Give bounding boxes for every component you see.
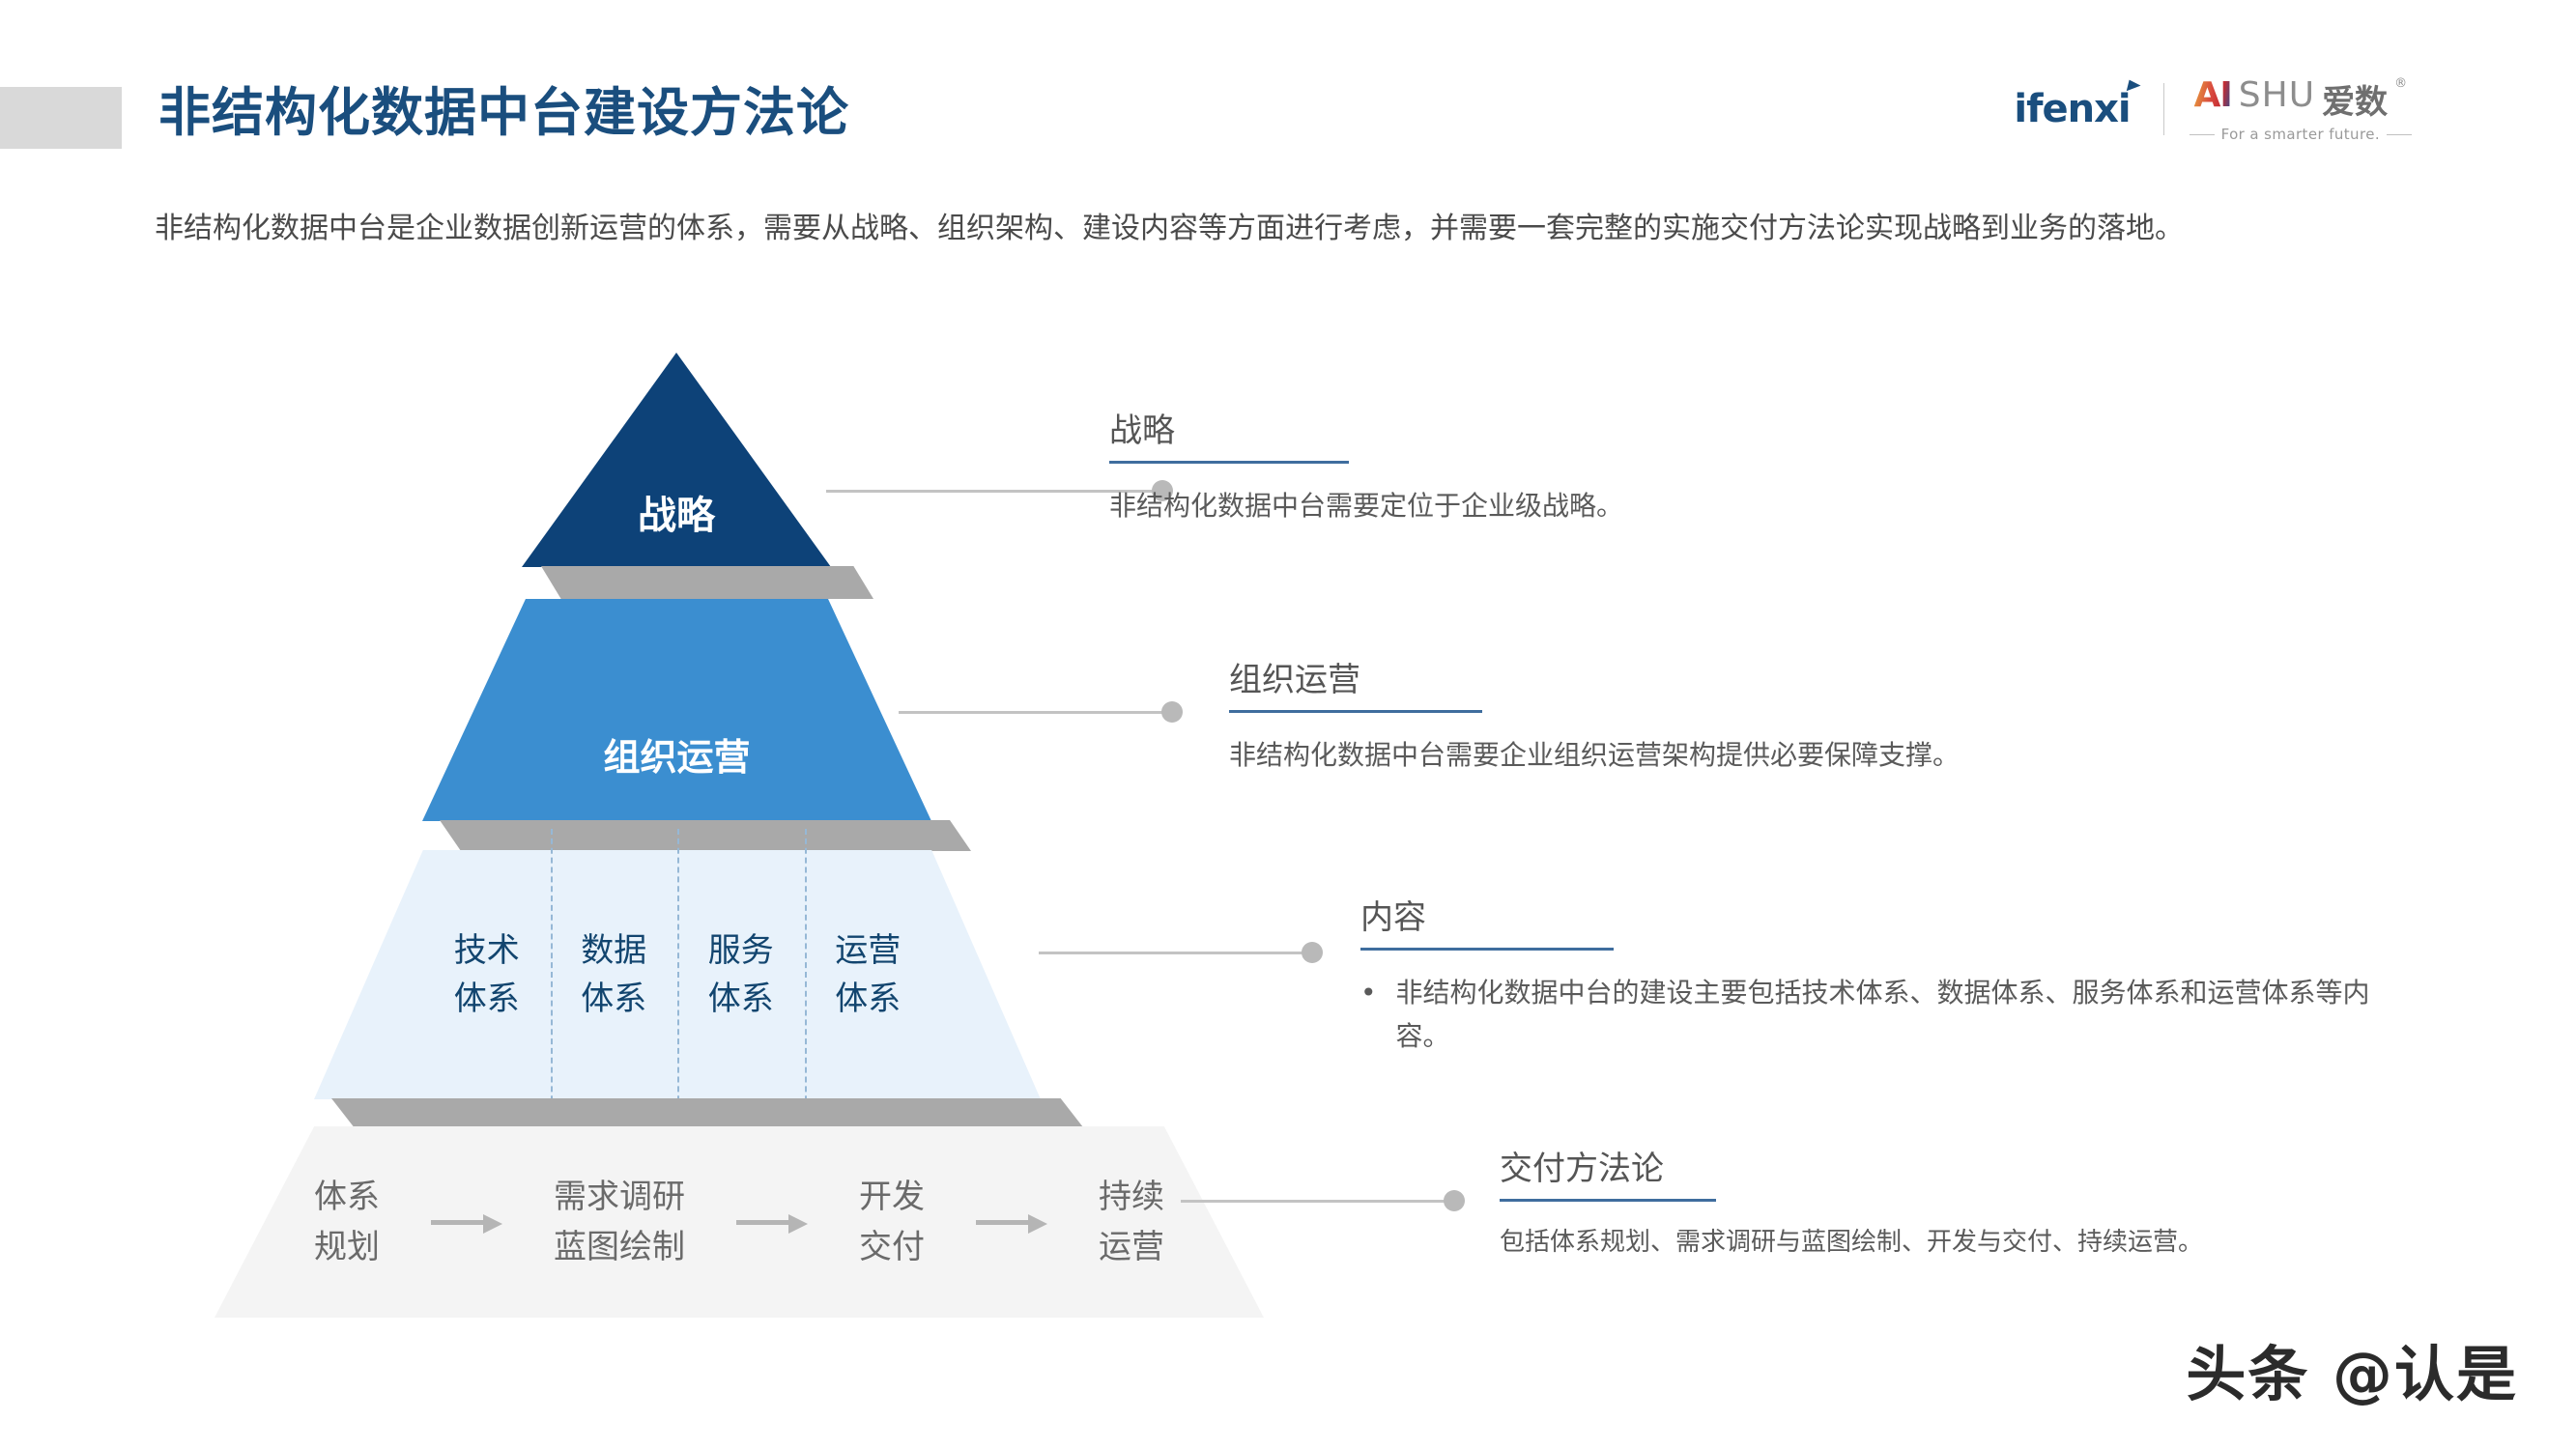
annotation-strategy-title: 战略 <box>1109 412 1175 450</box>
content-column-data-line1: 数据 <box>581 931 647 970</box>
content-column-operations: 运营 体系 <box>804 829 932 1121</box>
annotation-organization-title: 组织运营 <box>1229 661 1360 699</box>
pyramid-diagram: 战略 组织运营 技术 体系 数据 体系 服务 体系 运营 体系 <box>0 0 1353 1372</box>
connector-line-content <box>1039 942 1323 963</box>
watermark: 头条 @认是 <box>2186 1339 2518 1409</box>
arrow-bar-3 <box>976 1220 1030 1225</box>
pyramid-tier-organization: 组织运营 <box>422 599 931 821</box>
annotation-content-bullet-row: • 非结构化数据中台的建设主要包括技术体系、数据体系、服务体系和运营体系等内容。 <box>1360 972 2385 1057</box>
content-column-service-line1: 服务 <box>707 931 774 970</box>
aishu-logo-row: AI SHU 爱数 ® <box>2194 75 2408 123</box>
delivery-step-planning-line1: 体系 <box>314 1178 380 1216</box>
pyramid-shadow-band-3 <box>331 1098 1083 1127</box>
content-column-service: 服务 体系 <box>677 829 805 1121</box>
delivery-step-operations: 持续 运营 <box>1099 1180 1164 1264</box>
aishu-ai-mark: AI <box>2193 75 2233 115</box>
tagline-rule-right <box>2387 133 2412 135</box>
pyramid-tier-strategy-shape <box>522 353 831 567</box>
annotation-strategy: 战略 非结构化数据中台需要定位于企业级战略。 <box>1109 412 1624 528</box>
aishu-shu-text: SHU <box>2238 75 2316 115</box>
connector-line-strategy <box>826 480 1173 501</box>
annotation-delivery-rule <box>1500 1199 1716 1203</box>
annotation-strategy-body: 非结构化数据中台需要定位于企业级战略。 <box>1109 490 1624 523</box>
annotation-delivery: 交付方法论 包括体系规划、需求调研与蓝图绘制、开发与交付、持续运营。 <box>1500 1151 2203 1263</box>
arrow-bar-2 <box>736 1220 790 1225</box>
aishu-tagline: For a smarter future. <box>2189 126 2412 143</box>
page-title: 非结构化数据中台建设方法论 <box>158 82 849 143</box>
annotation-organization-body: 非结构化数据中台需要企业组织运营架构提供必要保障支撑。 <box>1229 739 1961 772</box>
intro-paragraph: 非结构化数据中台是企业数据创新运营的体系，需要从战略、组织架构、建设内容等方面进… <box>155 212 2184 245</box>
pyramid-tier-delivery: 体系 规划 需求调研 蓝图绘制 开发 交付 <box>215 1126 1264 1318</box>
content-column-technology-line1: 技术 <box>453 931 520 970</box>
delivery-step-operations-line1: 持续 <box>1099 1178 1164 1216</box>
connector-dot-strategy <box>1152 480 1173 501</box>
delivery-step-planning: 体系 规划 <box>314 1180 380 1264</box>
connector-dot-delivery <box>1444 1190 1465 1211</box>
delivery-step-development-line1: 开发 <box>859 1178 925 1216</box>
annotation-delivery-body: 包括体系规划、需求调研与蓝图绘制、开发与交付、持续运营。 <box>1500 1228 2204 1258</box>
connector-line-organization-stroke <box>899 711 1179 714</box>
arrow-bar-1 <box>431 1220 485 1225</box>
arrow-right-icon-1 <box>431 1214 502 1234</box>
delivery-step-research-line1: 需求调研 <box>554 1178 685 1216</box>
content-column-technology-line2: 体系 <box>453 980 520 1018</box>
registered-trademark-icon: ® <box>2394 76 2408 91</box>
annotation-organization: 组织运营 非结构化数据中台需要企业组织运营架构提供必要保障支撑。 <box>1229 661 1961 778</box>
annotation-content-body: 非结构化数据中台的建设主要包括技术体系、数据体系、服务体系和运营体系等内容。 <box>1395 977 2370 1052</box>
delivery-step-operations-line2: 运营 <box>1099 1228 1164 1266</box>
delivery-step-development-line2: 交付 <box>859 1228 925 1266</box>
logo-group: ifenxi AI SHU 爱数 ® For a smarter future. <box>2014 75 2412 143</box>
pyramid-shadow-band-1 <box>541 566 873 599</box>
pyramid-tier-organization-shape <box>422 599 931 821</box>
content-column-technology: 技术 体系 <box>423 850 551 1099</box>
arrow-head-2 <box>788 1214 808 1234</box>
arrow-head-1 <box>483 1214 502 1234</box>
connector-dot-content <box>1302 942 1323 963</box>
annotation-content: 内容 • 非结构化数据中台的建设主要包括技术体系、数据体系、服务体系和运营体系等… <box>1360 898 2385 1058</box>
tagline-text: For a smarter future. <box>2220 126 2380 143</box>
arrow-head-3 <box>1028 1214 1047 1234</box>
pyramid-content-columns: 技术 体系 数据 体系 服务 体系 运营 体系 <box>423 829 932 1121</box>
pyramid-delivery-steps: 体系 规划 需求调研 蓝图绘制 开发 交付 <box>314 1126 1164 1318</box>
header-accent-box <box>0 87 122 149</box>
delivery-step-research-line2: 蓝图绘制 <box>554 1228 685 1266</box>
content-column-service-line2: 体系 <box>707 980 774 1018</box>
annotation-content-title: 内容 <box>1360 898 1426 937</box>
pyramid-tier-content: 技术 体系 数据 体系 服务 体系 运营 体系 <box>314 829 1041 1121</box>
aishu-logo: AI SHU 爱数 ® For a smarter future. <box>2189 75 2412 143</box>
pyramid-tier-strategy: 战略 <box>522 353 831 567</box>
annotation-delivery-title: 交付方法论 <box>1500 1150 1664 1188</box>
connector-line-content-stroke <box>1039 952 1319 954</box>
bullet-icon: • <box>1360 977 1377 1009</box>
ifenxi-logo-text: ifenxi <box>2014 87 2131 131</box>
ifenxi-logo: ifenxi <box>2014 79 2141 131</box>
content-column-data-line2: 体系 <box>581 980 647 1018</box>
logo-divider <box>2162 83 2164 135</box>
connector-line-delivery-stroke <box>1181 1200 1461 1203</box>
delivery-step-research: 需求调研 蓝图绘制 <box>554 1180 685 1264</box>
aishu-chinese-text: 爱数 <box>2322 83 2389 122</box>
connector-line-organization <box>899 701 1183 723</box>
arrow-right-icon-2 <box>736 1214 808 1234</box>
connector-dot-organization <box>1161 701 1183 723</box>
annotation-organization-rule <box>1229 710 1482 714</box>
connector-line-delivery <box>1181 1190 1465 1211</box>
content-column-operations-line1: 运营 <box>835 931 902 970</box>
annotation-strategy-rule <box>1109 461 1349 465</box>
connector-line-strategy-stroke <box>826 490 1169 493</box>
delivery-step-development: 开发 交付 <box>859 1180 925 1264</box>
annotation-content-rule <box>1360 948 1614 952</box>
delivery-step-planning-line2: 规划 <box>314 1228 380 1266</box>
pyramid-shadow-band-2 <box>440 820 971 851</box>
content-column-operations-line2: 体系 <box>835 980 902 1018</box>
tagline-rule-left <box>2189 133 2215 135</box>
arrow-right-icon-3 <box>976 1214 1047 1234</box>
content-column-data: 数据 体系 <box>550 829 678 1121</box>
